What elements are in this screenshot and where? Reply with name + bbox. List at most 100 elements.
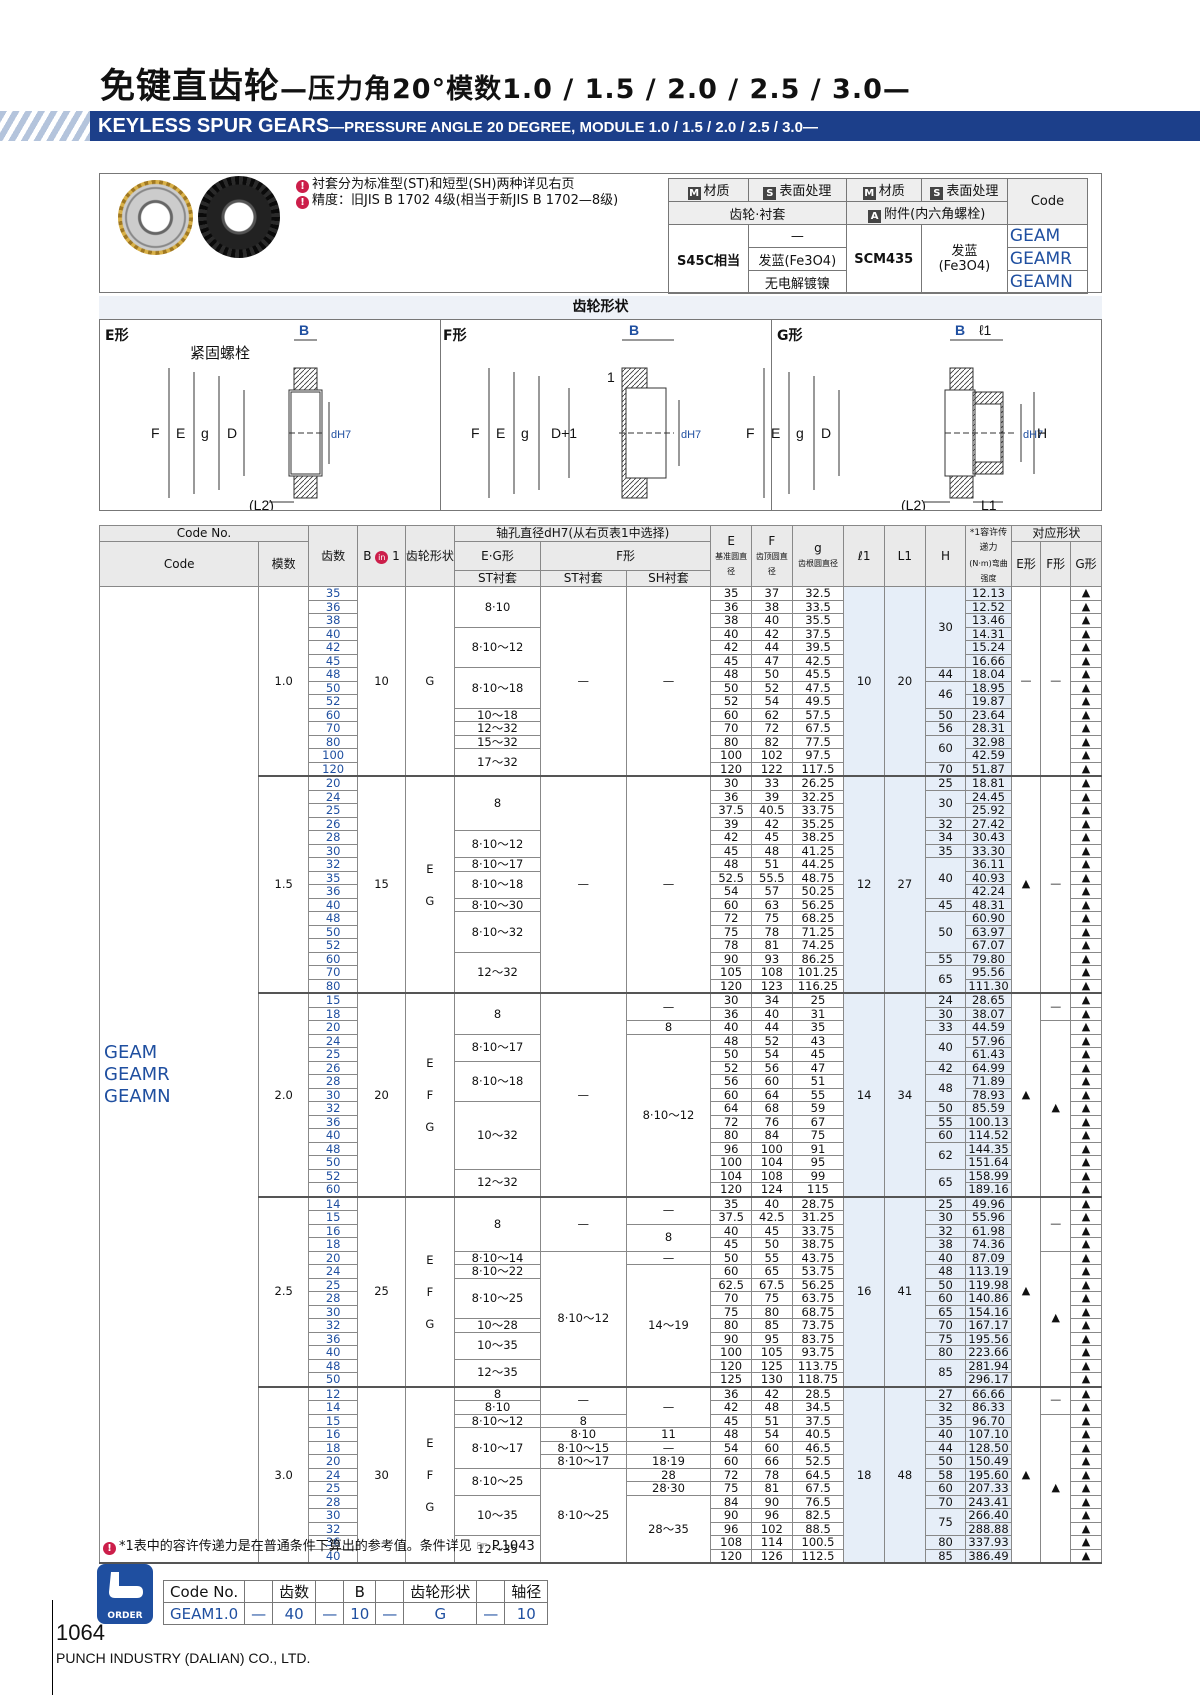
f-cell: 42 bbox=[750, 626, 793, 641]
col-teeth: 齿数 bbox=[307, 525, 359, 587]
corr-g-cell: ▲ bbox=[1070, 1277, 1102, 1292]
f-cell: 50 bbox=[750, 667, 793, 682]
corr-g-cell: ▲ bbox=[1070, 816, 1102, 831]
e-cell: 48 bbox=[710, 1033, 752, 1048]
e-cell: 80 bbox=[710, 1318, 752, 1333]
col-h: H bbox=[924, 525, 967, 587]
e-cell: 120 bbox=[710, 761, 752, 777]
f-cell: 37 bbox=[750, 586, 793, 601]
corr-g-cell: ▲ bbox=[1070, 870, 1102, 885]
torque-cell: 61.98 bbox=[965, 1223, 1012, 1238]
l1-cell: 16 bbox=[843, 1196, 885, 1387]
info-icon: ! bbox=[296, 196, 309, 209]
g-cell: 93.75 bbox=[791, 1345, 845, 1360]
e-cell: 78 bbox=[710, 938, 752, 953]
corr-f-cell: ▲ bbox=[1040, 1020, 1072, 1197]
shape-f-drawing bbox=[488, 339, 680, 499]
h-cell: 40 bbox=[924, 1250, 967, 1265]
g-cell: 97.5 bbox=[791, 748, 845, 763]
e-cell: 50 bbox=[710, 680, 752, 695]
f-cell: 50 bbox=[750, 1237, 793, 1252]
h-cell: 65 bbox=[924, 1304, 967, 1319]
torque-cell: 158.99 bbox=[965, 1168, 1012, 1183]
h-cell: 56 bbox=[924, 721, 967, 736]
teeth-cell: 50 bbox=[307, 1155, 359, 1170]
e-cell: 70 bbox=[710, 1291, 752, 1306]
e-cell: 104 bbox=[710, 1168, 752, 1183]
f-sh-cell: 28～35 bbox=[625, 1494, 712, 1564]
corr-g-cell: ▲ bbox=[1070, 1101, 1102, 1116]
corr-g-cell: ▲ bbox=[1070, 897, 1102, 912]
eg-shaft-cell: 8 bbox=[454, 992, 541, 1035]
torque-cell: 42.59 bbox=[965, 748, 1012, 763]
f-cell: 48 bbox=[750, 1400, 793, 1415]
g-cell: 49.5 bbox=[791, 694, 845, 709]
f-sh-cell: — bbox=[625, 586, 712, 777]
corr-g-cell: ▲ bbox=[1070, 694, 1102, 709]
company-name: PUNCH INDUSTRY (DALIAN) CO., LTD. bbox=[56, 1650, 311, 1666]
l1-cell: 18 bbox=[843, 1386, 885, 1564]
f-cell: 93 bbox=[750, 951, 793, 966]
f-st-cell: — bbox=[539, 1196, 627, 1252]
teeth-cell: 12 bbox=[307, 1386, 359, 1401]
e-cell: 40 bbox=[710, 626, 752, 641]
e-cell: 100 bbox=[710, 1345, 752, 1360]
f-cell: 65 bbox=[750, 1264, 793, 1279]
col-module: 模数 bbox=[258, 541, 309, 587]
module-cell: 1.5 bbox=[258, 775, 309, 994]
torque-cell: 119.98 bbox=[965, 1277, 1012, 1292]
g-cell: 83.75 bbox=[791, 1331, 845, 1346]
e-cell: 60 bbox=[710, 897, 752, 912]
dim-d-g: D bbox=[821, 425, 831, 441]
g-cell: 31 bbox=[791, 1006, 845, 1021]
corr-e-cell: ▲ bbox=[1010, 775, 1042, 994]
torque-cell: 95.56 bbox=[965, 965, 1012, 980]
f-sh-cell: 11 bbox=[625, 1427, 712, 1442]
torque-cell: 281.94 bbox=[965, 1358, 1012, 1373]
shape-g-drawing bbox=[763, 339, 1035, 503]
h-cell: 32 bbox=[924, 816, 967, 831]
col-corr: 对应形状 bbox=[1010, 525, 1103, 542]
h-cell: 25 bbox=[924, 1196, 967, 1211]
e-cell: 37.5 bbox=[710, 1210, 752, 1225]
h-cell: 85 bbox=[924, 1358, 967, 1387]
g-cell: 77.5 bbox=[791, 734, 845, 749]
corr-g-cell: ▲ bbox=[1070, 1508, 1102, 1523]
h-cell: 62 bbox=[924, 1141, 967, 1170]
torque-cell: 28.65 bbox=[965, 992, 1012, 1008]
e-cell: 120 bbox=[710, 978, 752, 994]
f-cell: 72 bbox=[750, 721, 793, 736]
torque-cell: 15.24 bbox=[965, 640, 1012, 655]
h-cell: 40 bbox=[924, 1033, 967, 1062]
corr-g-cell: ▲ bbox=[1070, 992, 1102, 1008]
eg-shaft-cell: 17～32 bbox=[454, 748, 541, 777]
corr-g-cell: ▲ bbox=[1070, 1168, 1102, 1183]
g-cell: 118.75 bbox=[791, 1372, 845, 1387]
e-cell: 96 bbox=[710, 1141, 752, 1156]
teeth-cell: 35 bbox=[307, 870, 359, 885]
h-cell: 85 bbox=[924, 1548, 967, 1564]
e-cell: 72 bbox=[710, 1467, 752, 1482]
corr-f-cell: ▲ bbox=[1040, 1413, 1072, 1564]
f-cell: 108 bbox=[750, 1168, 793, 1183]
h-cell: 33 bbox=[924, 1020, 967, 1035]
h-cell: 70 bbox=[924, 761, 967, 777]
teeth-cell: 42 bbox=[307, 640, 359, 655]
h-cell: 70 bbox=[924, 1494, 967, 1509]
teeth-cell: 52 bbox=[307, 938, 359, 953]
f-cell: 64 bbox=[750, 1087, 793, 1102]
shape-e-label: E形 bbox=[105, 328, 129, 344]
torque-cell: 85.59 bbox=[965, 1101, 1012, 1116]
h-cell: 30 bbox=[924, 789, 967, 818]
f-cell: 56 bbox=[750, 1060, 793, 1075]
accessory-icon: A bbox=[868, 210, 882, 223]
